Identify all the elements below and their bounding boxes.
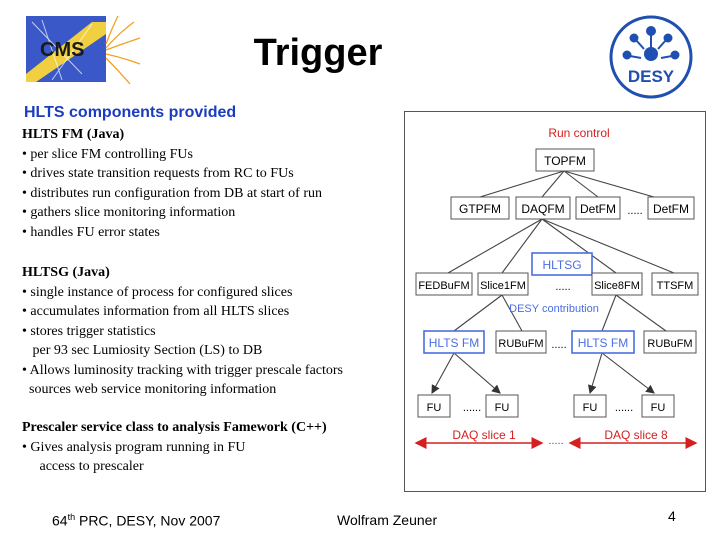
hlts-fm-node: HLTS FM <box>429 336 479 350</box>
bullet-line: • distributes run configuration from DB … <box>22 185 323 201</box>
desy-logo-text: DESY <box>628 67 675 86</box>
footer-author: Wolfram Zeuner <box>337 512 438 528</box>
section-heading: Prescaler service class to analysis Fame… <box>22 420 327 435</box>
bullet-line: • single instance of process for configu… <box>22 284 293 300</box>
ellipsis: ...... <box>463 402 481 414</box>
section-hltsg: HLTSG (Java) • single instance of proces… <box>22 263 343 400</box>
subtitle: HLTS components provided <box>24 104 237 121</box>
fu-node: FU <box>583 402 598 414</box>
bullet-line: sources web service monitoring informati… <box>22 382 277 397</box>
cms-logo-graphic: CMS <box>22 14 144 90</box>
daqfm-node: DAQFM <box>521 202 564 216</box>
ttsfm-node: TTSFM <box>657 280 694 292</box>
ellipsis: ..... <box>548 435 563 447</box>
gtpfm-node: GTPFM <box>459 202 501 216</box>
fu-node: FU <box>651 402 666 414</box>
bullet-line: • stores trigger statistics <box>22 323 156 339</box>
section-prescaler: Prescaler service class to analysis Fame… <box>22 418 327 477</box>
fu-node: FU <box>427 402 442 414</box>
ellipsis: ..... <box>627 205 642 217</box>
rubufm-node: RUBuFM <box>647 338 692 350</box>
architecture-diagram-svg: Run control TOPFM GTPFM DAQFM DetFM ....… <box>404 111 706 492</box>
bullet-line: • handles FU error states <box>22 224 160 240</box>
architecture-diagram: Run control TOPFM GTPFM DAQFM DetFM ....… <box>404 111 706 492</box>
daq-slice-1-label: DAQ slice 1 <box>452 428 516 442</box>
bullet-line: • Gives analysis program running in FU <box>22 439 246 455</box>
slice1fm-node: Slice1FM <box>480 280 526 292</box>
bullet-line: • per slice FM controlling FUs <box>22 146 193 162</box>
footer-number: 64 <box>52 512 68 529</box>
topfm-node: TOPFM <box>544 154 586 168</box>
detfm-node: DetFM <box>580 202 616 216</box>
cms-logo-text: CMS <box>40 39 84 61</box>
bullet-line: per 93 sec Lumiosity Section (LS) to DB <box>22 343 263 358</box>
footer-ordinal: th <box>67 512 76 522</box>
rubufm-node: RUBuFM <box>498 338 543 350</box>
daq-slice-8-label: DAQ slice 8 <box>604 428 668 442</box>
desy-logo-graphic: DESY <box>609 15 693 99</box>
bullet-line: • gathers slice monitoring information <box>22 205 236 220</box>
bullet-line: • Allows luminosity tracking with trigge… <box>22 362 343 378</box>
hltsg-node: HLTSG <box>542 258 581 272</box>
ellipsis: ..... <box>555 281 570 293</box>
slide-title: Trigger <box>253 32 383 74</box>
bullet-line: • drives state transition requests from … <box>22 166 294 181</box>
desy-logo: DESY <box>606 14 696 100</box>
ellipsis: ...... <box>615 402 633 414</box>
run-control-label: Run control <box>548 126 609 140</box>
section-heading: HLTS FM (Java) <box>22 127 125 142</box>
bullet-line: access to prescaler <box>22 459 144 474</box>
fu-node: FU <box>495 402 510 414</box>
hlts-fm-node: HLTS FM <box>578 336 628 350</box>
section-hlts-fm: HLTS FM (Java) • per slice FM controllin… <box>22 125 322 242</box>
slice8fm-node: Slice8FM <box>594 280 640 292</box>
cms-logo: CMS <box>22 14 144 90</box>
page-number: 4 <box>668 508 676 524</box>
footer-event: PRC, DESY, Nov 2007 <box>75 512 221 529</box>
fedbufm-node: FEDBuFM <box>418 280 469 292</box>
footer-date: 64th PRC, DESY, Nov 2007 <box>52 512 220 529</box>
ellipsis: ..... <box>551 339 566 351</box>
desy-contribution-label: DESY contribution <box>509 303 599 315</box>
detfm-node: DetFM <box>653 202 689 216</box>
bullet-line: • accumulates information from all HLTS … <box>22 304 290 319</box>
section-heading: HLTSG (Java) <box>22 265 110 280</box>
